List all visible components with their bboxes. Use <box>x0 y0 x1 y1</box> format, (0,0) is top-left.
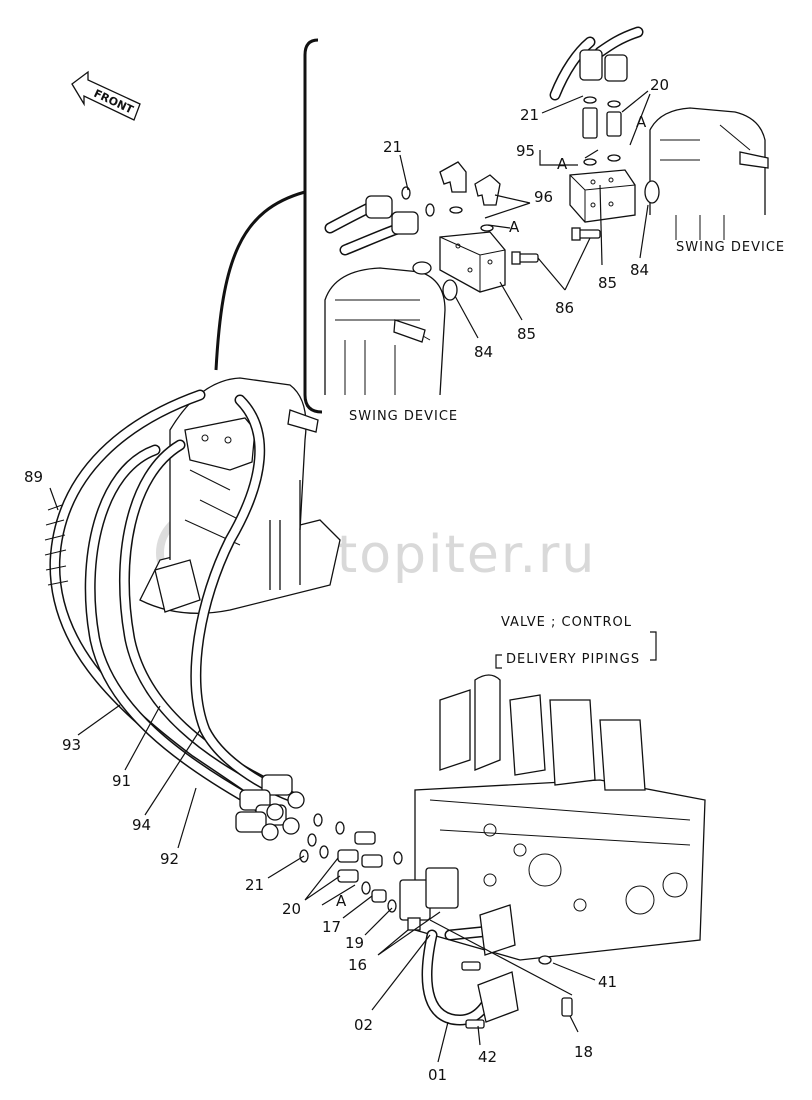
fitting-95 <box>582 96 598 166</box>
adapters-20-bottom <box>337 831 383 883</box>
bolts-42-18 <box>461 961 573 1029</box>
control-valve <box>414 674 706 961</box>
plug-17 <box>371 889 387 903</box>
callout-84-left: 84 <box>474 343 493 361</box>
o-ring-84-left <box>442 279 458 301</box>
callout-96: 96 <box>534 188 553 206</box>
front-arrow: FRONT <box>71 70 141 121</box>
callout-18: 18 <box>574 1043 593 1061</box>
callout-42: 42 <box>478 1048 497 1066</box>
callout-19: 19 <box>345 934 364 952</box>
hose-end-fittings <box>235 774 305 841</box>
callout-01: 01 <box>428 1066 447 1084</box>
hose-assembly-main <box>44 389 301 821</box>
callout-20-top: 20 <box>650 76 669 94</box>
caption-swing-device-right: SWING DEVICE <box>676 240 785 255</box>
valve-block-main <box>184 417 256 471</box>
callout-21-bottom: 21 <box>245 876 264 894</box>
callout-a-2: A <box>557 155 568 173</box>
o-ring-84-right <box>644 180 660 204</box>
callout-93: 93 <box>62 736 81 754</box>
callout-21-right: 21 <box>520 106 539 124</box>
callout-86: 86 <box>555 299 574 317</box>
callout-91: 91 <box>112 772 131 790</box>
callout-84-right: 84 <box>630 261 649 279</box>
swing-device-left <box>324 267 446 396</box>
callout-a-3: A <box>509 218 520 236</box>
caption-valve-control: VALVE ; CONTROL <box>501 615 632 630</box>
callout-89: 89 <box>24 468 43 486</box>
callout-17: 17 <box>322 918 341 936</box>
callout-85-left: 85 <box>517 325 536 343</box>
callout-94: 94 <box>132 816 151 834</box>
manifold-block-left <box>439 231 506 293</box>
swing-device-right <box>649 107 769 240</box>
flange-plates <box>477 904 519 1023</box>
caption-swing-device-left: SWING DEVICE <box>349 409 458 424</box>
flange-block-16 <box>399 867 459 931</box>
callout-41: 41 <box>598 973 617 991</box>
bolt-86-left <box>511 251 539 265</box>
callout-a-1: A <box>636 113 647 131</box>
leader-lines <box>49 90 651 1063</box>
callout-16: 16 <box>348 956 367 974</box>
callout-20-bottom: 20 <box>282 900 301 918</box>
callout-85-right: 85 <box>598 274 617 292</box>
callout-92: 92 <box>160 850 179 868</box>
caption-delivery-pipings: DELIVERY PIPINGS <box>506 652 640 667</box>
swing-device-main <box>139 377 341 614</box>
o-ring-41 <box>538 955 552 965</box>
callout-21-top: 21 <box>383 138 402 156</box>
bolt-86-right <box>571 227 601 241</box>
fitting-20-top <box>606 100 622 162</box>
callout-95: 95 <box>516 142 535 160</box>
inset-bracket <box>303 38 323 414</box>
front-arrow-icon <box>71 70 141 121</box>
callout-a-bottom: A <box>336 892 347 910</box>
hoses-inset-left <box>324 186 435 256</box>
valve-caption-bracket <box>495 631 657 669</box>
inset-leader-line <box>214 190 306 371</box>
hoses-top-right <box>549 26 644 101</box>
callout-02: 02 <box>354 1016 373 1034</box>
manifold-block-right <box>569 169 636 223</box>
elbow-fittings-inset <box>439 161 501 232</box>
o-ring-left-small <box>412 261 432 275</box>
o-ring-19 <box>387 899 397 913</box>
